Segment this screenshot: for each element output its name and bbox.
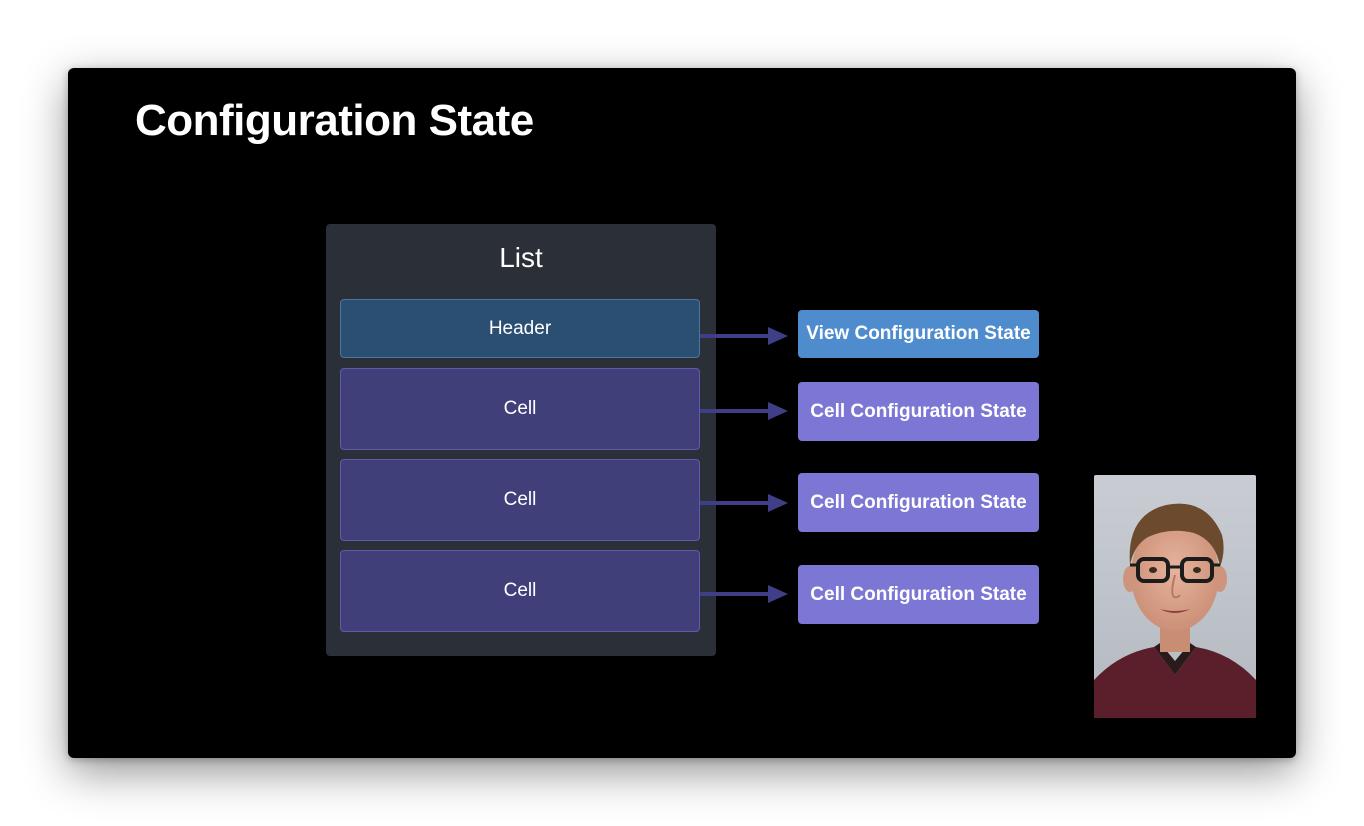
arrow-right-icon (700, 402, 788, 420)
arrow-right-icon (700, 585, 788, 603)
list-row-cell: Cell (340, 368, 700, 450)
presenter-video-icon (1094, 475, 1256, 718)
cell-configuration-state-box: Cell Configuration State (798, 473, 1039, 532)
list-row-header: Header (340, 299, 700, 358)
arrow-right-icon (700, 327, 788, 345)
arrow-right-icon (700, 494, 788, 512)
list-title: List (499, 242, 543, 273)
list-row-cell: Cell (340, 459, 700, 541)
presenter-video (1094, 475, 1256, 718)
slide-window: Configuration State List Header Cell Cel… (68, 68, 1296, 758)
slide-title: Configuration State (135, 96, 534, 145)
cell-configuration-state-box: Cell Configuration State (798, 565, 1039, 624)
list-panel: List Header Cell Cell Cell (326, 224, 716, 656)
view-configuration-state-box: View Configuration State (798, 310, 1039, 358)
cell-configuration-state-box: Cell Configuration State (798, 382, 1039, 441)
list-row-cell: Cell (340, 550, 700, 632)
